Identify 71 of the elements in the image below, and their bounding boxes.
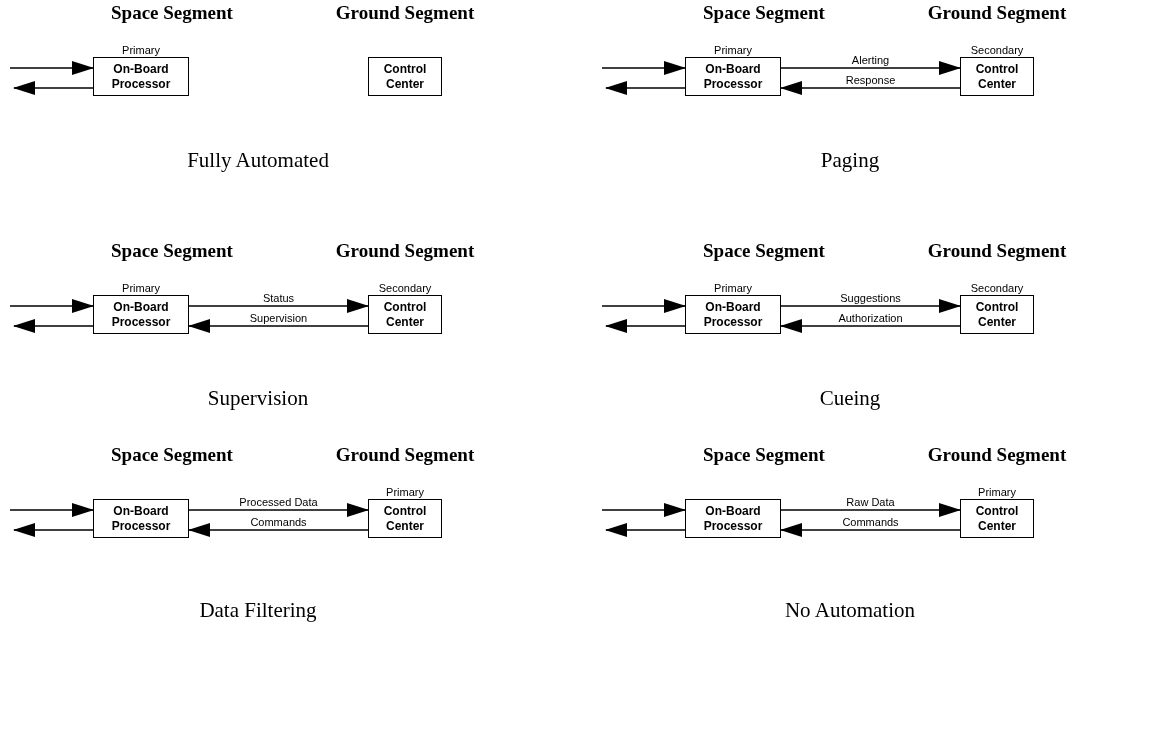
arrow: [605, 523, 686, 537]
segment-heading: Ground Segment: [335, 2, 475, 24]
panel-caption: Paging: [820, 148, 880, 173]
arrow: [780, 523, 961, 537]
segment-heading: Ground Segment: [927, 240, 1067, 262]
edge-label: Supervision: [248, 312, 309, 324]
segment-heading: Space Segment: [111, 444, 233, 466]
segment-heading: Space Segment: [703, 444, 825, 466]
control-center-box: Control Center: [960, 499, 1034, 538]
segment-heading: Space Segment: [703, 2, 825, 24]
edge-label: Processed Data: [238, 496, 319, 508]
control-center-box: Control Center: [368, 57, 442, 96]
edge-label: Suggestions: [839, 292, 902, 304]
segment-heading: Space Segment: [111, 2, 233, 24]
processor-box: On-Board Processor: [93, 295, 189, 334]
box-heading: Primary: [386, 486, 424, 499]
box-heading: Primary: [978, 486, 1016, 499]
edge-label: Raw Data: [845, 496, 896, 508]
box-heading: Secondary: [970, 282, 1024, 295]
segment-heading: Space Segment: [703, 240, 825, 262]
arrow: [601, 61, 686, 75]
panel-caption: Fully Automated: [187, 148, 329, 173]
edge-label: Status: [261, 292, 296, 304]
panel-caption: Cueing: [819, 386, 881, 411]
arrow: [780, 81, 961, 95]
arrow: [9, 61, 94, 75]
segment-heading: Space Segment: [111, 240, 233, 262]
box-heading: Primary: [714, 282, 752, 295]
arrow: [9, 503, 94, 517]
processor-box: On-Board Processor: [93, 499, 189, 538]
box-heading: Primary: [122, 282, 160, 295]
arrow: [601, 503, 686, 517]
box-heading: Secondary: [970, 44, 1024, 57]
edge-label: Authorization: [837, 312, 904, 324]
box-heading: Primary: [122, 44, 160, 57]
edge-label: Commands: [841, 516, 900, 528]
panel-caption: No Automation: [784, 598, 916, 623]
arrow: [605, 81, 686, 95]
segment-heading: Ground Segment: [927, 2, 1067, 24]
edge-label: Response: [844, 74, 897, 86]
processor-box: On-Board Processor: [93, 57, 189, 96]
segment-heading: Ground Segment: [335, 444, 475, 466]
arrow: [188, 319, 369, 333]
segment-heading: Ground Segment: [927, 444, 1067, 466]
control-center-box: Control Center: [960, 57, 1034, 96]
arrow: [13, 523, 94, 537]
arrow: [188, 523, 369, 537]
control-center-box: Control Center: [368, 499, 442, 538]
box-heading: Primary: [714, 44, 752, 57]
arrow: [780, 299, 961, 313]
arrow: [13, 319, 94, 333]
processor-box: On-Board Processor: [685, 57, 781, 96]
segment-heading: Ground Segment: [335, 240, 475, 262]
panel-caption: Data Filtering: [199, 598, 317, 623]
panel-caption: Supervision: [207, 386, 309, 411]
arrow: [9, 299, 94, 313]
processor-box: On-Board Processor: [685, 499, 781, 538]
arrow: [188, 503, 369, 517]
arrow: [780, 503, 961, 517]
arrow: [601, 299, 686, 313]
arrow: [605, 319, 686, 333]
edge-label: Commands: [249, 516, 308, 528]
processor-box: On-Board Processor: [685, 295, 781, 334]
control-center-box: Control Center: [960, 295, 1034, 334]
box-heading: Secondary: [378, 282, 432, 295]
arrow: [780, 61, 961, 75]
arrow: [13, 81, 94, 95]
edge-label: Alerting: [850, 54, 891, 66]
arrow: [188, 299, 369, 313]
arrow: [780, 319, 961, 333]
control-center-box: Control Center: [368, 295, 442, 334]
